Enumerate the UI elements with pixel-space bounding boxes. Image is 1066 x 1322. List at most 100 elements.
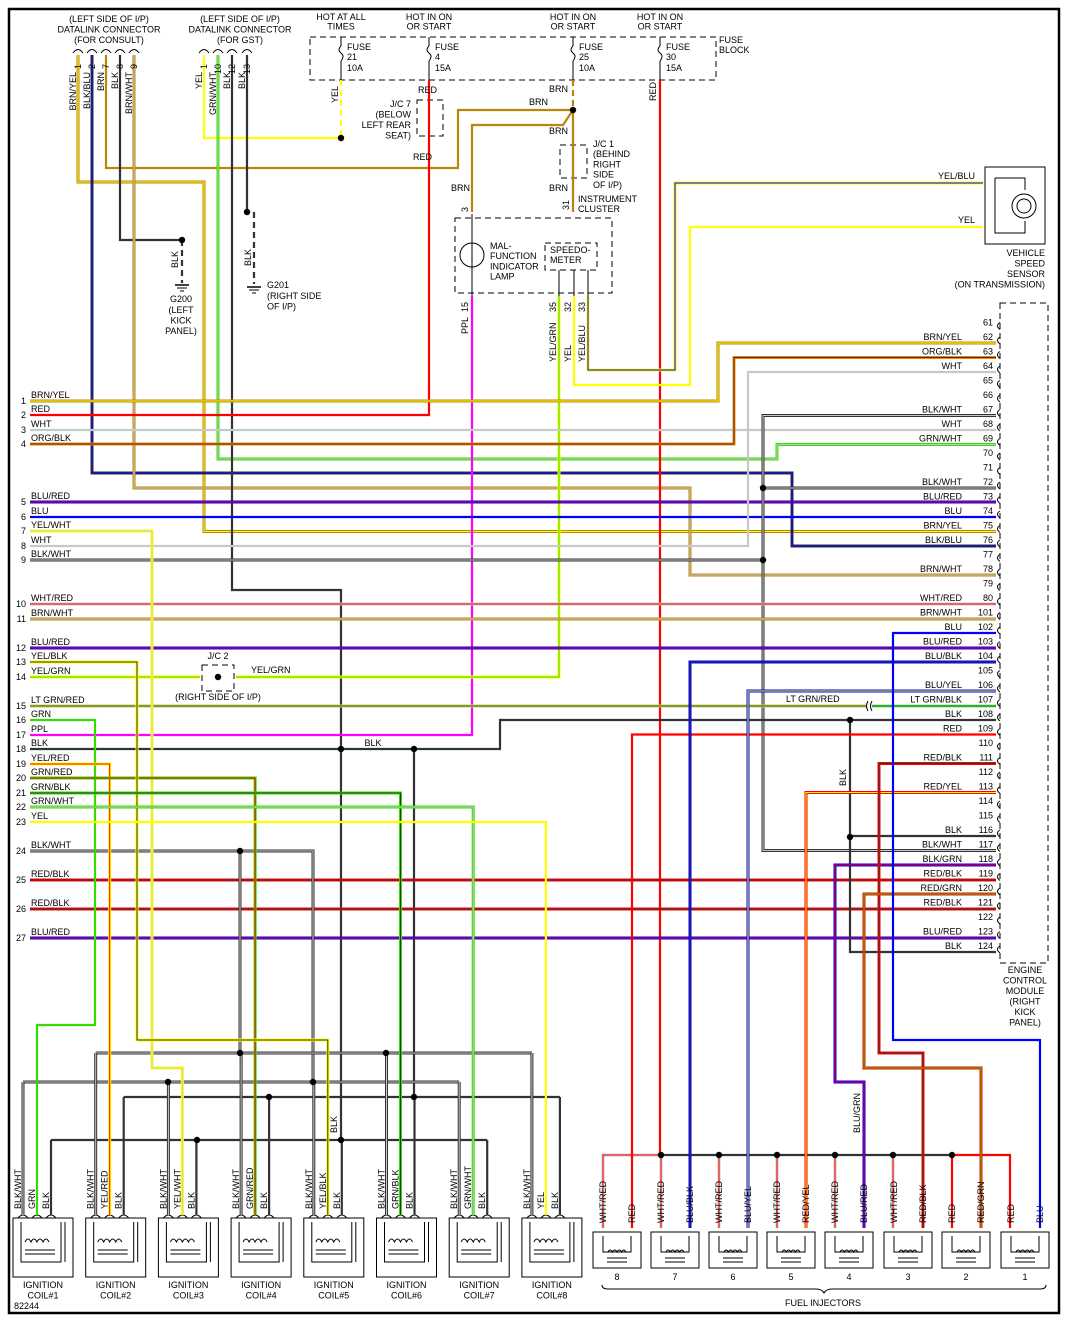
wire-color-label: YEL — [330, 86, 340, 103]
ecm-pin-number: 105 — [978, 666, 993, 676]
coil-wire-color: YEL/RED — [100, 1170, 110, 1209]
consult-connector-title: (FOR CONSULT) — [74, 35, 144, 45]
ground-g201-location: (RIGHT SIDE — [267, 291, 321, 301]
ecm-pin-cup — [997, 539, 1001, 548]
fuse-block — [309, 36, 717, 81]
consult-pin-cup — [114, 49, 126, 54]
harness-pin-number: 9 — [21, 555, 26, 565]
ignition-coil-label: COIL#7 — [464, 1291, 495, 1301]
fuel-injector-number: 5 — [788, 1272, 793, 1282]
vss-sensor-icon — [1016, 198, 1032, 214]
wire-stripe — [30, 792, 401, 1215]
fuel-injector-box — [1000, 1231, 1050, 1269]
speedometer-label: SPEEDO- — [550, 245, 591, 255]
injector-wire-color: RED — [627, 1203, 637, 1223]
consult-connector-title: DATALINK CONNECTOR — [57, 25, 161, 35]
ecm-pin-number: 102 — [978, 622, 993, 632]
injector-wire-color: BLU/BLK — [685, 1186, 695, 1223]
ignition-coil-label: IGNITION — [387, 1280, 427, 1290]
ecm-pin-cup — [997, 641, 1001, 649]
ecm-label: CONTROL — [1003, 976, 1047, 986]
harness-pin-wire-color: LT GRN/RED — [31, 695, 85, 705]
wire — [30, 296, 474, 737]
harness-pin-wire-color: BLK — [31, 738, 48, 748]
ecm-pin-wire-color: BLU/RED — [923, 492, 963, 502]
wire-color-label: BLU/GRN — [852, 1093, 862, 1133]
coil-wire-color: YEL — [536, 1192, 546, 1209]
injector-wire-color: WHT/RED — [830, 1181, 840, 1223]
ignition-coil-box — [521, 1217, 583, 1278]
ignition-coil-label: COIL#6 — [391, 1291, 422, 1301]
consult-pin-number: 9 — [129, 64, 139, 69]
ecm-pin-number: 111 — [979, 753, 993, 763]
splice-dot — [657, 1151, 665, 1159]
consult-pin-number: 7 — [101, 64, 111, 69]
wire-stripe — [878, 763, 996, 1228]
injector-wire-color: BLU/RED — [859, 1183, 869, 1223]
ecm-pin-number: 107 — [978, 695, 993, 705]
ecm-pin-cup — [997, 742, 1001, 751]
consult-pin-wire-color: BLK — [110, 72, 120, 89]
ecm-pin-number: 65 — [983, 376, 993, 386]
ignition-coil-label: COIL#3 — [173, 1291, 204, 1301]
fuse-name: FUSE — [666, 42, 690, 52]
wire-color-label: YEL/GRN — [251, 665, 291, 675]
harness-pin-number: 7 — [21, 526, 26, 536]
speedometer-label: METER — [550, 255, 582, 265]
harness-pin-wire-color: YEL/RED — [31, 753, 70, 763]
fuel-injector-number: 8 — [614, 1272, 619, 1282]
wires — [21, 55, 1042, 1228]
ignition-coil-box — [12, 1217, 74, 1278]
splice-dot — [846, 716, 854, 724]
fuel-injector-box — [883, 1231, 933, 1269]
ecm-label: PANEL) — [1009, 1018, 1041, 1028]
vss-label: VEHICLE — [1006, 248, 1045, 258]
harness-pin-wire-color: BRN/WHT — [31, 608, 73, 618]
fuse-feed-label: OR START — [551, 22, 596, 32]
injector-wire-color: RED — [947, 1203, 957, 1223]
labels: 82244(LEFT SIDE OF I/P)DATALINK CONNECTO… — [13, 12, 1047, 1311]
ignition-coil-label: IGNITION — [168, 1280, 208, 1290]
splice-dot — [382, 1049, 390, 1057]
ecm-pin-number: 79 — [983, 579, 993, 589]
ecm-pin-cup — [997, 713, 1001, 722]
ecm-pin-number: 112 — [979, 767, 993, 777]
wire — [862, 892, 996, 1228]
harness-pin-number: 4 — [21, 439, 26, 449]
ecm-pin-wire-color: BLU — [944, 506, 962, 516]
injector-wire-color: WHT/RED — [889, 1181, 899, 1223]
fuse-rating: 10A — [347, 63, 363, 73]
harness-pin-number: 10 — [16, 599, 26, 609]
harness-pin-number: 20 — [16, 773, 26, 783]
ecm-pin-number: 72 — [983, 477, 993, 487]
harness-pin-number: 21 — [16, 788, 26, 798]
gst-pin-cup — [198, 49, 210, 54]
wire-color-label: LT GRN/RED — [786, 694, 840, 704]
jc1-label: (BEHIND — [593, 149, 631, 159]
fuel-injector-icon — [1010, 1236, 1040, 1263]
mil-label: MAL- — [490, 241, 512, 251]
harness-pin-wire-color: BLU/RED — [31, 491, 71, 501]
ecm-pin-cup — [997, 858, 1001, 867]
ground-g200-location: PANEL) — [165, 326, 197, 336]
ignition-coil-label: COIL#4 — [246, 1291, 277, 1301]
wire — [833, 863, 996, 1228]
ecm-pin-number: 67 — [983, 405, 993, 415]
ecm-label: (RIGHT — [1010, 997, 1041, 1007]
harness-pin-number: 24 — [16, 846, 26, 856]
wire-stripe — [217, 55, 996, 460]
fuel-injector-icon — [893, 1236, 923, 1263]
gst-pin-number: 1 — [199, 64, 209, 69]
fuse-number: 25 — [579, 52, 589, 62]
ecm-pin-wire-color: BLU — [944, 622, 962, 632]
ecm-pin-number: 76 — [983, 535, 993, 545]
wire — [572, 225, 983, 387]
mil-label: FUNCTION — [490, 251, 537, 261]
ecm-pin-number: 73 — [983, 492, 993, 502]
ecm-pin-wire-color: BRN/WHT — [920, 564, 962, 574]
instrument-cluster-label: INSTRUMENT — [578, 194, 637, 204]
fuel-injector-icon — [660, 1236, 690, 1263]
ecm-pin-number: 69 — [983, 434, 993, 444]
splice-dot — [337, 134, 345, 142]
ecm-pin-cup — [997, 554, 1001, 562]
